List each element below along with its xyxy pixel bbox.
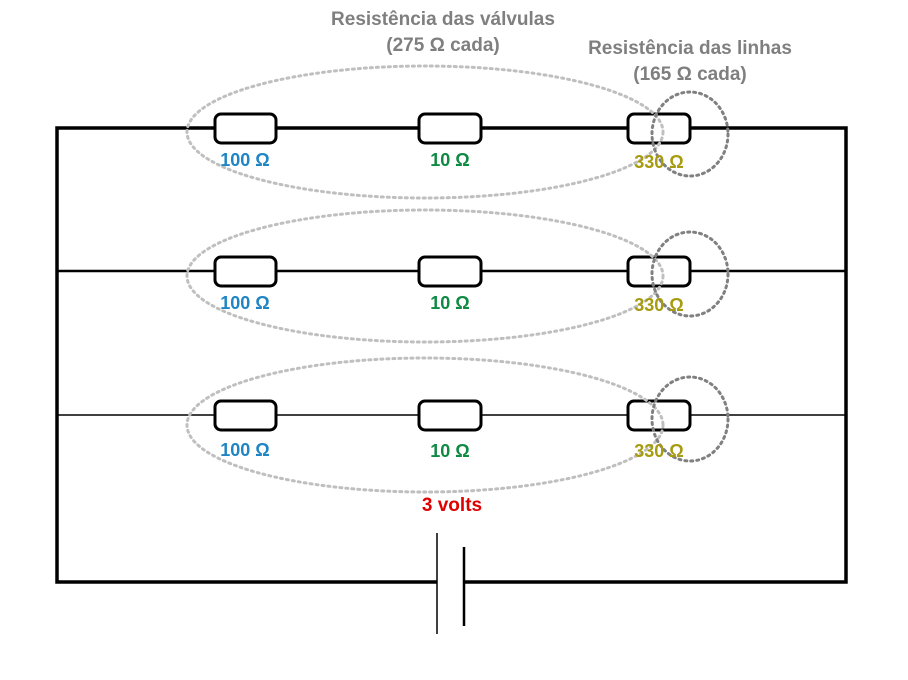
- resistor-10-label: 10 Ω: [430, 293, 469, 313]
- resistor-100-label: 100 Ω: [220, 150, 269, 170]
- line-resistance-subtitle: (165 Ω cada): [633, 64, 746, 85]
- line-group-outline: [650, 375, 730, 463]
- line-group-outline: [650, 90, 730, 178]
- resistor-330: [626, 399, 692, 432]
- resistor-100-label: 100 Ω: [220, 440, 269, 460]
- resistor-100: [213, 399, 278, 432]
- valve-group-outline: [185, 208, 665, 344]
- valve-group-outline: [185, 64, 665, 200]
- valve-resistance-subtitle: (275 Ω cada): [386, 35, 499, 56]
- resistor-330-label: 330 Ω: [634, 295, 683, 315]
- valve-group-outline: [185, 356, 665, 494]
- resistor-330-label: 330 Ω: [634, 441, 683, 461]
- branch-2: 100 Ω 10 Ω 330 Ω: [185, 208, 730, 344]
- resistor-330: [626, 112, 692, 145]
- valve-resistance-title: Resistência das válvulas: [331, 9, 555, 30]
- resistor-10-label: 10 Ω: [430, 150, 469, 170]
- resistor-10: [417, 399, 483, 432]
- line-resistance-title: Resistência das linhas: [588, 38, 792, 59]
- resistor-10-label: 10 Ω: [430, 441, 469, 461]
- battery-symbol: [436, 533, 466, 634]
- resistor-10: [417, 112, 483, 145]
- voltage-label: 3 volts: [422, 495, 482, 516]
- branch-3: 100 Ω 10 Ω 330 Ω: [185, 356, 730, 494]
- line-group-outline: [650, 230, 730, 318]
- resistor-100-label: 100 Ω: [220, 293, 269, 313]
- resistor-330: [626, 255, 692, 288]
- resistor-330-label: 330 Ω: [634, 152, 683, 172]
- resistor-100: [213, 255, 278, 288]
- resistor-100: [213, 112, 278, 145]
- branch-1: 100 Ω 10 Ω 330 Ω: [185, 64, 730, 200]
- resistor-10: [417, 255, 483, 288]
